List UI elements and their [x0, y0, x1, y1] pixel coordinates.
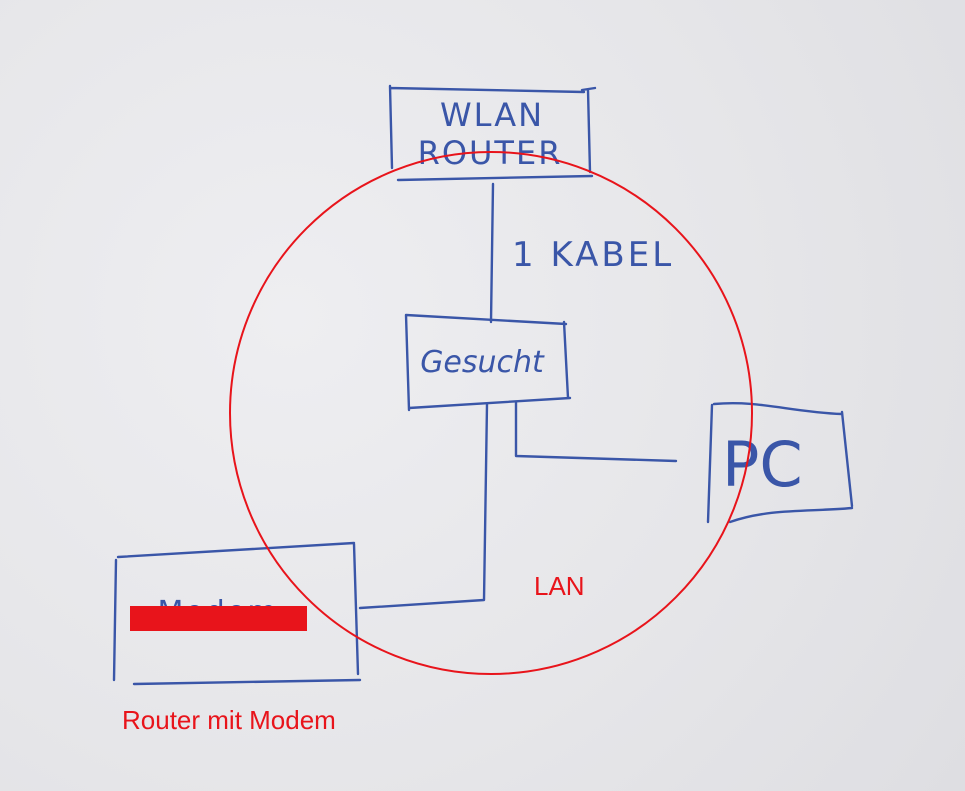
lan-zone-circle	[229, 151, 753, 675]
modem-redaction-bar	[130, 606, 307, 631]
pc-label: PC	[722, 428, 803, 501]
lan-zone-label: LAN	[534, 571, 585, 601]
wlan-router-node: WLAN ROUTER	[388, 84, 597, 182]
modem-cable	[358, 402, 489, 610]
cable-label: 1 KABEL	[512, 235, 674, 275]
modem-node: Modem	[112, 541, 362, 686]
pc-box	[706, 402, 854, 524]
wlan-router-cable	[489, 182, 495, 324]
searched-node: Gesucht	[404, 313, 572, 412]
wlan-router-label-line1: WLAN	[440, 96, 544, 134]
wlan-router-box	[388, 84, 597, 182]
searched-box	[404, 313, 572, 412]
modem-caption: Router mit Modem	[122, 705, 336, 735]
searched-label: Gesucht	[420, 345, 545, 380]
pc-cable	[514, 400, 678, 463]
pc-node: PC	[706, 402, 854, 524]
modem-box	[112, 541, 362, 686]
